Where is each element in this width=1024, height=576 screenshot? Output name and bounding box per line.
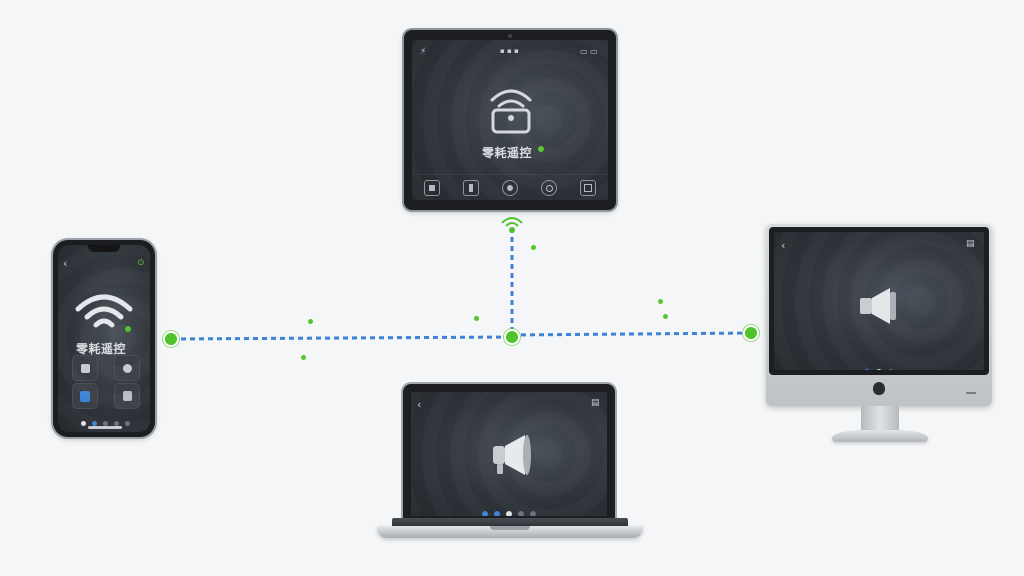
wifi-lock-icon — [490, 89, 532, 134]
status-dot — [538, 146, 544, 152]
page-dot[interactable] — [506, 511, 512, 516]
laptop-base — [377, 526, 643, 538]
node-hub — [506, 331, 518, 343]
power-led — [966, 392, 976, 394]
megaphone-icon — [493, 435, 531, 475]
tablet-device: ⚡ ▪ ▪ ▪ ▭ ▭ 零耗遥控 — [404, 30, 616, 210]
signal-icon: ⚡ — [420, 47, 427, 57]
page-dot[interactable] — [888, 369, 894, 370]
page-dot[interactable] — [494, 511, 500, 516]
tab-home-icon[interactable] — [423, 180, 440, 196]
laptop-device: ‹ ▤ — [403, 384, 615, 520]
apple-logo-icon — [873, 382, 885, 395]
page-dot[interactable] — [102, 421, 108, 426]
page-dot[interactable] — [876, 369, 882, 370]
link-phone-hub — [171, 335, 513, 341]
signal-fleck — [308, 319, 313, 324]
laptop-notch — [490, 526, 530, 530]
app-tile[interactable] — [114, 383, 140, 409]
back-icon[interactable]: ‹ — [63, 257, 68, 270]
page-dot[interactable] — [124, 421, 130, 426]
node-desktop — [745, 327, 757, 339]
tab-scene-icon[interactable] — [541, 180, 558, 196]
menu-icon[interactable]: ▤ — [966, 239, 975, 249]
signal-fleck — [474, 316, 479, 321]
app-tile[interactable] — [72, 383, 98, 409]
status-indicators: ▪ ▪ ▪ — [500, 47, 519, 55]
page-dots — [469, 502, 549, 516]
node-phone — [165, 333, 177, 345]
page-dot[interactable] — [482, 511, 488, 516]
desktop-bezel: ‹ ▤ — [769, 227, 989, 375]
app-tile[interactable] — [72, 355, 98, 381]
settings-icon[interactable]: ⊙ — [137, 258, 145, 268]
link-hub-desktop — [511, 331, 753, 337]
app-title: 零耗遥控 — [76, 342, 127, 356]
desktop-stand-base — [832, 430, 928, 442]
wifi-icon — [75, 294, 133, 332]
back-icon[interactable]: ‹ — [781, 239, 786, 252]
wifi-signal-icon — [501, 217, 523, 233]
page-dot[interactable] — [80, 421, 86, 426]
tablet-camera — [508, 34, 512, 38]
signal-fleck — [531, 245, 536, 250]
page-dot[interactable] — [113, 421, 119, 426]
app-tile[interactable] — [114, 355, 140, 381]
page-dot[interactable] — [530, 511, 536, 516]
app-title: 零耗遥控 — [482, 146, 533, 160]
phone-device: ‹ ⊙ 零耗遥控 — [53, 240, 155, 437]
desktop-device: ‹ ▤ — [766, 224, 992, 406]
home-indicator[interactable] — [88, 426, 122, 429]
page-dots — [72, 411, 138, 430]
laptop-screen: ‹ ▤ — [411, 392, 607, 516]
tab-settings-icon[interactable] — [580, 180, 597, 196]
tab-media-icon[interactable] — [501, 180, 518, 196]
tab-bar — [412, 174, 608, 200]
tablet-screen: ⚡ ▪ ▪ ▪ ▭ ▭ 零耗遥控 — [412, 40, 608, 200]
phone-notch — [88, 245, 120, 252]
signal-fleck — [301, 355, 306, 360]
menu-icon[interactable]: ▤ — [591, 398, 600, 408]
page-dot[interactable] — [518, 511, 524, 516]
desktop-stand — [861, 406, 899, 432]
laptop-keyboard-deck — [392, 518, 628, 528]
page-dots — [849, 360, 909, 370]
battery-icon: ▭ ▭ — [580, 47, 598, 56]
page-dot[interactable] — [91, 421, 97, 426]
phone-screen: ‹ ⊙ 零耗遥控 — [58, 245, 150, 432]
page-dot[interactable] — [864, 369, 870, 370]
tab-device-icon[interactable] — [462, 180, 479, 196]
signal-fleck — [658, 299, 663, 304]
speaker-icon — [860, 288, 896, 324]
desktop-screen: ‹ ▤ — [774, 232, 984, 370]
back-icon[interactable]: ‹ — [417, 398, 422, 411]
signal-fleck — [663, 314, 668, 319]
